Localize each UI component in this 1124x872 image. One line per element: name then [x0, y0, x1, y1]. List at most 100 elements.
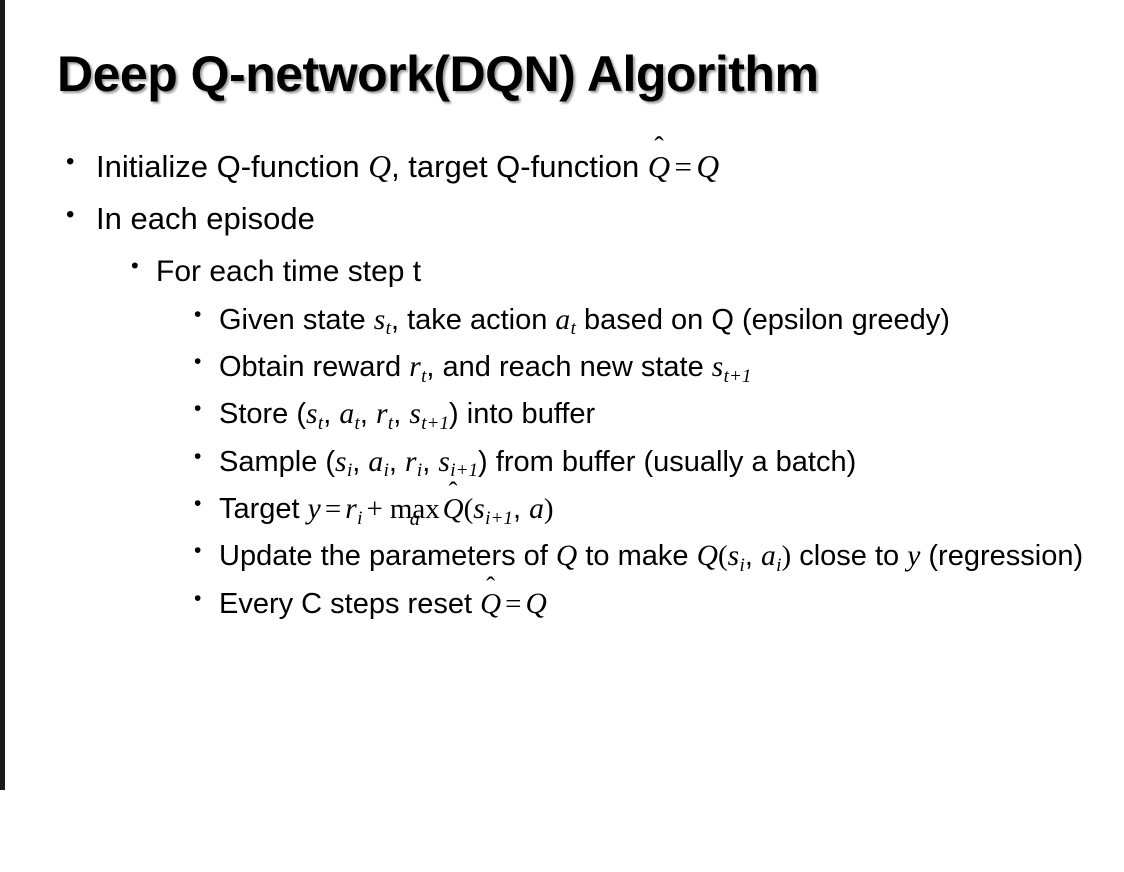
bullet-marker: • [194, 492, 202, 516]
math-var-r: r [345, 493, 357, 526]
math-var-q: Q [525, 587, 547, 620]
text-fragment: (regression) [920, 540, 1084, 573]
list-item-text: Store (st, at, rt, st+1) into buffer [219, 395, 1099, 436]
math-subscript: t [570, 318, 576, 340]
math-var-q-hat: ̂Q [480, 585, 501, 624]
math-var-s: s [711, 350, 724, 383]
math-var-s2: s [438, 445, 450, 478]
bullet-list: • Initialize Q-function Q, target Q-func… [0, 146, 1124, 630]
math-op-equals: = [674, 149, 692, 184]
math-var-q-hat: ̂Q [443, 490, 464, 529]
math-var-r: r [405, 445, 417, 478]
text-fragment: , [359, 398, 376, 431]
slide-left-edge-accent [0, 0, 5, 790]
math-var-q2: Q [696, 540, 718, 573]
list-item-text: Sample (si, ai, ri, si+1) from buffer (u… [219, 443, 1099, 484]
math-subscript: i [383, 460, 389, 482]
list-item-obtain-reward: • Obtain reward rt, and reach new state … [0, 348, 1124, 389]
text-fragment: Obtain reward [219, 350, 410, 383]
math-subscript: i+1 [485, 507, 513, 529]
list-item-text: Initialize Q-function Q, target Q-functi… [96, 146, 1124, 187]
list-item-for-each-time-step: • For each time step t [0, 252, 1124, 291]
text-fragment: Update the parameters of [219, 540, 556, 573]
math-var-s1: s [306, 398, 318, 431]
math-paren-close: ) [543, 493, 554, 526]
math-var-q2: Q [696, 149, 720, 184]
math-var-base: Q [442, 493, 464, 526]
text-fragment: ) into buffer [449, 398, 596, 431]
math-var-base: Q [480, 587, 502, 620]
math-var-a: a [339, 398, 355, 431]
math-paren-open: ( [717, 540, 728, 573]
list-item-reset-target-network: • Every C steps reset ̂Q=Q [0, 585, 1124, 625]
math-var-s2: s [409, 398, 421, 431]
text-fragment: , take action [390, 303, 556, 336]
bullet-marker: • [194, 302, 202, 326]
text-fragment: , target Q-function [391, 149, 648, 184]
bullet-marker: • [66, 201, 75, 229]
math-subscript: t [421, 365, 427, 387]
bullet-marker: • [131, 252, 139, 278]
text-fragment: to make [577, 540, 697, 573]
text-fragment: , [422, 445, 439, 478]
list-item-text: Target y=ri+maxâQ(si+1, a) [219, 490, 1099, 531]
math-subscript: i [357, 507, 363, 529]
list-item-target-equation: • Target y=ri+maxâQ(si+1, a) [0, 490, 1124, 531]
math-var-s1: s [335, 445, 347, 478]
math-var-r: r [409, 350, 421, 383]
math-paren-close: ) [781, 540, 792, 573]
text-fragment: , [393, 398, 410, 431]
page-title: Deep Q-network(DQN) Algorithm [57, 46, 819, 102]
text-fragment: Given state [219, 303, 374, 336]
text-fragment: Store ( [219, 398, 307, 431]
math-var-s: s [373, 303, 386, 336]
text-fragment: based on Q (epsilon greedy) [575, 303, 950, 336]
list-item-text: Given state st, take action at based on … [219, 301, 1099, 342]
math-var-a: a [529, 493, 544, 526]
list-item-text: For each time step t [156, 254, 422, 288]
list-item-initialize: • Initialize Q-function Q, target Q-func… [0, 146, 1124, 187]
math-subscript: t [354, 413, 360, 435]
bullet-marker: • [194, 397, 202, 421]
text-fragment: Sample ( [219, 445, 336, 478]
list-item-given-state: • Given state st, take action at based o… [0, 301, 1124, 342]
bullet-marker: • [66, 148, 75, 175]
math-subscript: i [776, 555, 782, 577]
bullet-marker: • [194, 539, 202, 563]
list-item-text: Every C steps reset ̂Q=Q [219, 585, 1099, 625]
math-subscript: i [416, 460, 423, 482]
math-var-q: Q [555, 540, 578, 573]
math-subscript: t [317, 413, 324, 435]
text-fragment: , [744, 540, 761, 573]
text-fragment: , and reach new state [426, 350, 712, 383]
math-var-s: s [727, 540, 740, 573]
math-var-base: Q [647, 149, 671, 184]
math-op-equals: = [505, 587, 522, 620]
text-fragment: Target [219, 493, 308, 526]
text-fragment: Every C steps reset [219, 587, 481, 620]
text-fragment: , [512, 493, 530, 526]
math-var-a: a [760, 540, 776, 573]
text-fragment: , [323, 398, 340, 431]
math-op-equals: = [324, 493, 342, 526]
list-item-text: Obtain reward rt, and reach new state st… [219, 348, 1099, 389]
math-subscript: i [346, 460, 353, 482]
bullet-marker: • [194, 586, 202, 610]
math-subscript: t [385, 318, 391, 340]
bullet-marker: • [194, 444, 202, 468]
list-item-text: In each episode [96, 201, 315, 237]
math-subscript: i+1 [450, 460, 479, 482]
math-var-a: a [368, 445, 384, 478]
math-op-max-subscript: a [409, 507, 420, 530]
math-var-y: y [307, 493, 321, 526]
text-fragment: Initialize Q-function [96, 149, 369, 184]
list-item-in-each-episode: • In each episode [0, 199, 1124, 239]
math-var-q: Q [368, 149, 392, 184]
text-fragment: ) from buffer (usually a batch) [478, 445, 857, 478]
math-subscript: t+1 [723, 365, 752, 387]
math-var-q-hat: ̂Q [648, 147, 670, 187]
list-item-text: Update the parameters of Q to make Q(si,… [219, 537, 1099, 578]
math-op-plus: + [366, 493, 383, 526]
